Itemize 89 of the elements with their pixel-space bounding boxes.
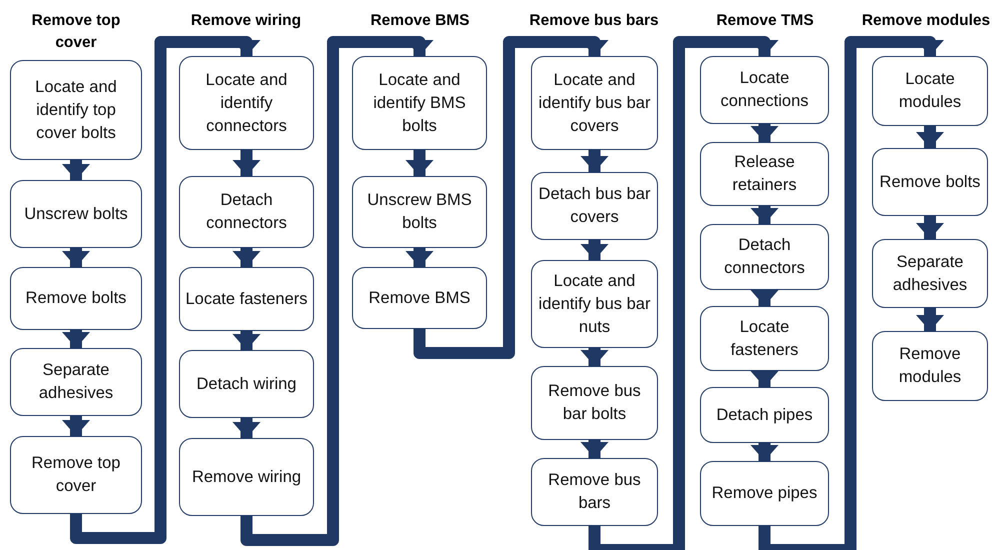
column-heading: Remove top cover: [30, 11, 122, 53]
process-box: [179, 56, 314, 150]
arrow: [62, 248, 90, 267]
process-box: [352, 56, 487, 150]
process-box: [872, 331, 988, 401]
column-heading: Remove BMS: [369, 11, 471, 31]
step-text: Locate fasteners: [730, 316, 800, 360]
column-heading: Remove TMS: [715, 11, 815, 31]
step-text: Unscrew BMS bolts: [366, 190, 473, 234]
process-box: [10, 348, 142, 416]
arrow: [62, 330, 90, 348]
step-text: Locate connections: [719, 68, 810, 112]
arrow: [580, 240, 608, 260]
step-text: Remove bolts: [880, 172, 980, 192]
arrow: [580, 150, 608, 172]
step-text: Detach bus bar covers: [538, 184, 652, 228]
arrow: [240, 36, 434, 546]
arrow: [232, 248, 260, 267]
process-box: [531, 260, 658, 348]
step-text: Remove bolts: [26, 288, 126, 309]
step-text: Detach wiring: [196, 374, 296, 394]
step-text: Locate modules: [898, 69, 962, 113]
arrow: [62, 416, 90, 436]
column-heading: Remove modules: [861, 11, 991, 31]
process-box: [10, 267, 142, 330]
step-text: Locate and identify connectors: [204, 70, 288, 136]
process-box: [352, 267, 487, 329]
process-box: [872, 239, 988, 308]
arrow: [62, 160, 90, 180]
step-text: Detach connectors: [723, 235, 806, 279]
arrow: [916, 216, 944, 239]
process-box: [531, 172, 658, 240]
process-box: [179, 267, 314, 331]
step-text: Separate adhesives: [892, 252, 968, 296]
arrow: [70, 36, 260, 544]
step-text: Release retainers: [731, 152, 798, 196]
step-text: Remove pipes: [712, 483, 818, 504]
process-box: [179, 350, 314, 418]
process-box: [700, 142, 829, 206]
step-text: Remove bus bars: [547, 470, 642, 514]
arrow: [750, 206, 778, 224]
process-box: [352, 176, 487, 248]
step-text: Locate and identify bus bar covers: [538, 70, 652, 136]
arrow: [580, 348, 608, 366]
process-box: [10, 180, 142, 248]
process-box: [700, 461, 829, 526]
arrow: [232, 418, 260, 438]
step-text: Remove top cover: [30, 453, 122, 497]
process-box: [872, 148, 988, 216]
column-heading: Remove bus bars: [528, 11, 660, 31]
arrow: [750, 443, 778, 461]
arrow: [414, 36, 608, 359]
process-box: [10, 60, 142, 160]
step-text: Remove bus bar bolts: [547, 381, 642, 425]
step-text: Locate and identify bus bar nuts: [538, 270, 652, 338]
arrow: [758, 36, 944, 550]
process-box: [179, 438, 314, 516]
step-text: Unscrew bolts: [24, 204, 128, 224]
arrow: [232, 331, 260, 350]
process-box: [700, 387, 829, 443]
step-text: Locate and identify BMS bolts: [372, 70, 467, 136]
arrow: [406, 150, 434, 176]
arrow: [916, 126, 944, 148]
process-box: [531, 458, 658, 526]
process-box: [872, 56, 988, 126]
step-text: Remove modules: [898, 344, 962, 388]
column-heading: Remove wiring: [190, 11, 302, 31]
process-box: [10, 436, 142, 514]
step-text: Locate and identify top cover bolts: [34, 76, 118, 144]
step-text: Remove wiring: [192, 466, 302, 488]
process-box: [700, 306, 829, 371]
step-text: Detach pipes: [716, 404, 813, 426]
process-box: [179, 176, 314, 248]
arrow: [750, 371, 778, 387]
step-text: Separate adhesives: [38, 360, 114, 404]
process-box: [700, 224, 829, 290]
arrow: [750, 290, 778, 306]
step-text: Remove BMS: [368, 288, 470, 308]
arrow: [406, 248, 434, 267]
step-text: Locate fasteners: [186, 288, 308, 310]
arrow: [232, 150, 260, 176]
process-box: [700, 56, 829, 124]
arrow: [580, 440, 608, 458]
arrow: [750, 124, 778, 142]
process-box: [531, 56, 658, 150]
arrow: [916, 308, 944, 331]
step-text: Detach connectors: [205, 190, 288, 234]
arrow: [588, 36, 778, 550]
process-box: [531, 366, 658, 440]
